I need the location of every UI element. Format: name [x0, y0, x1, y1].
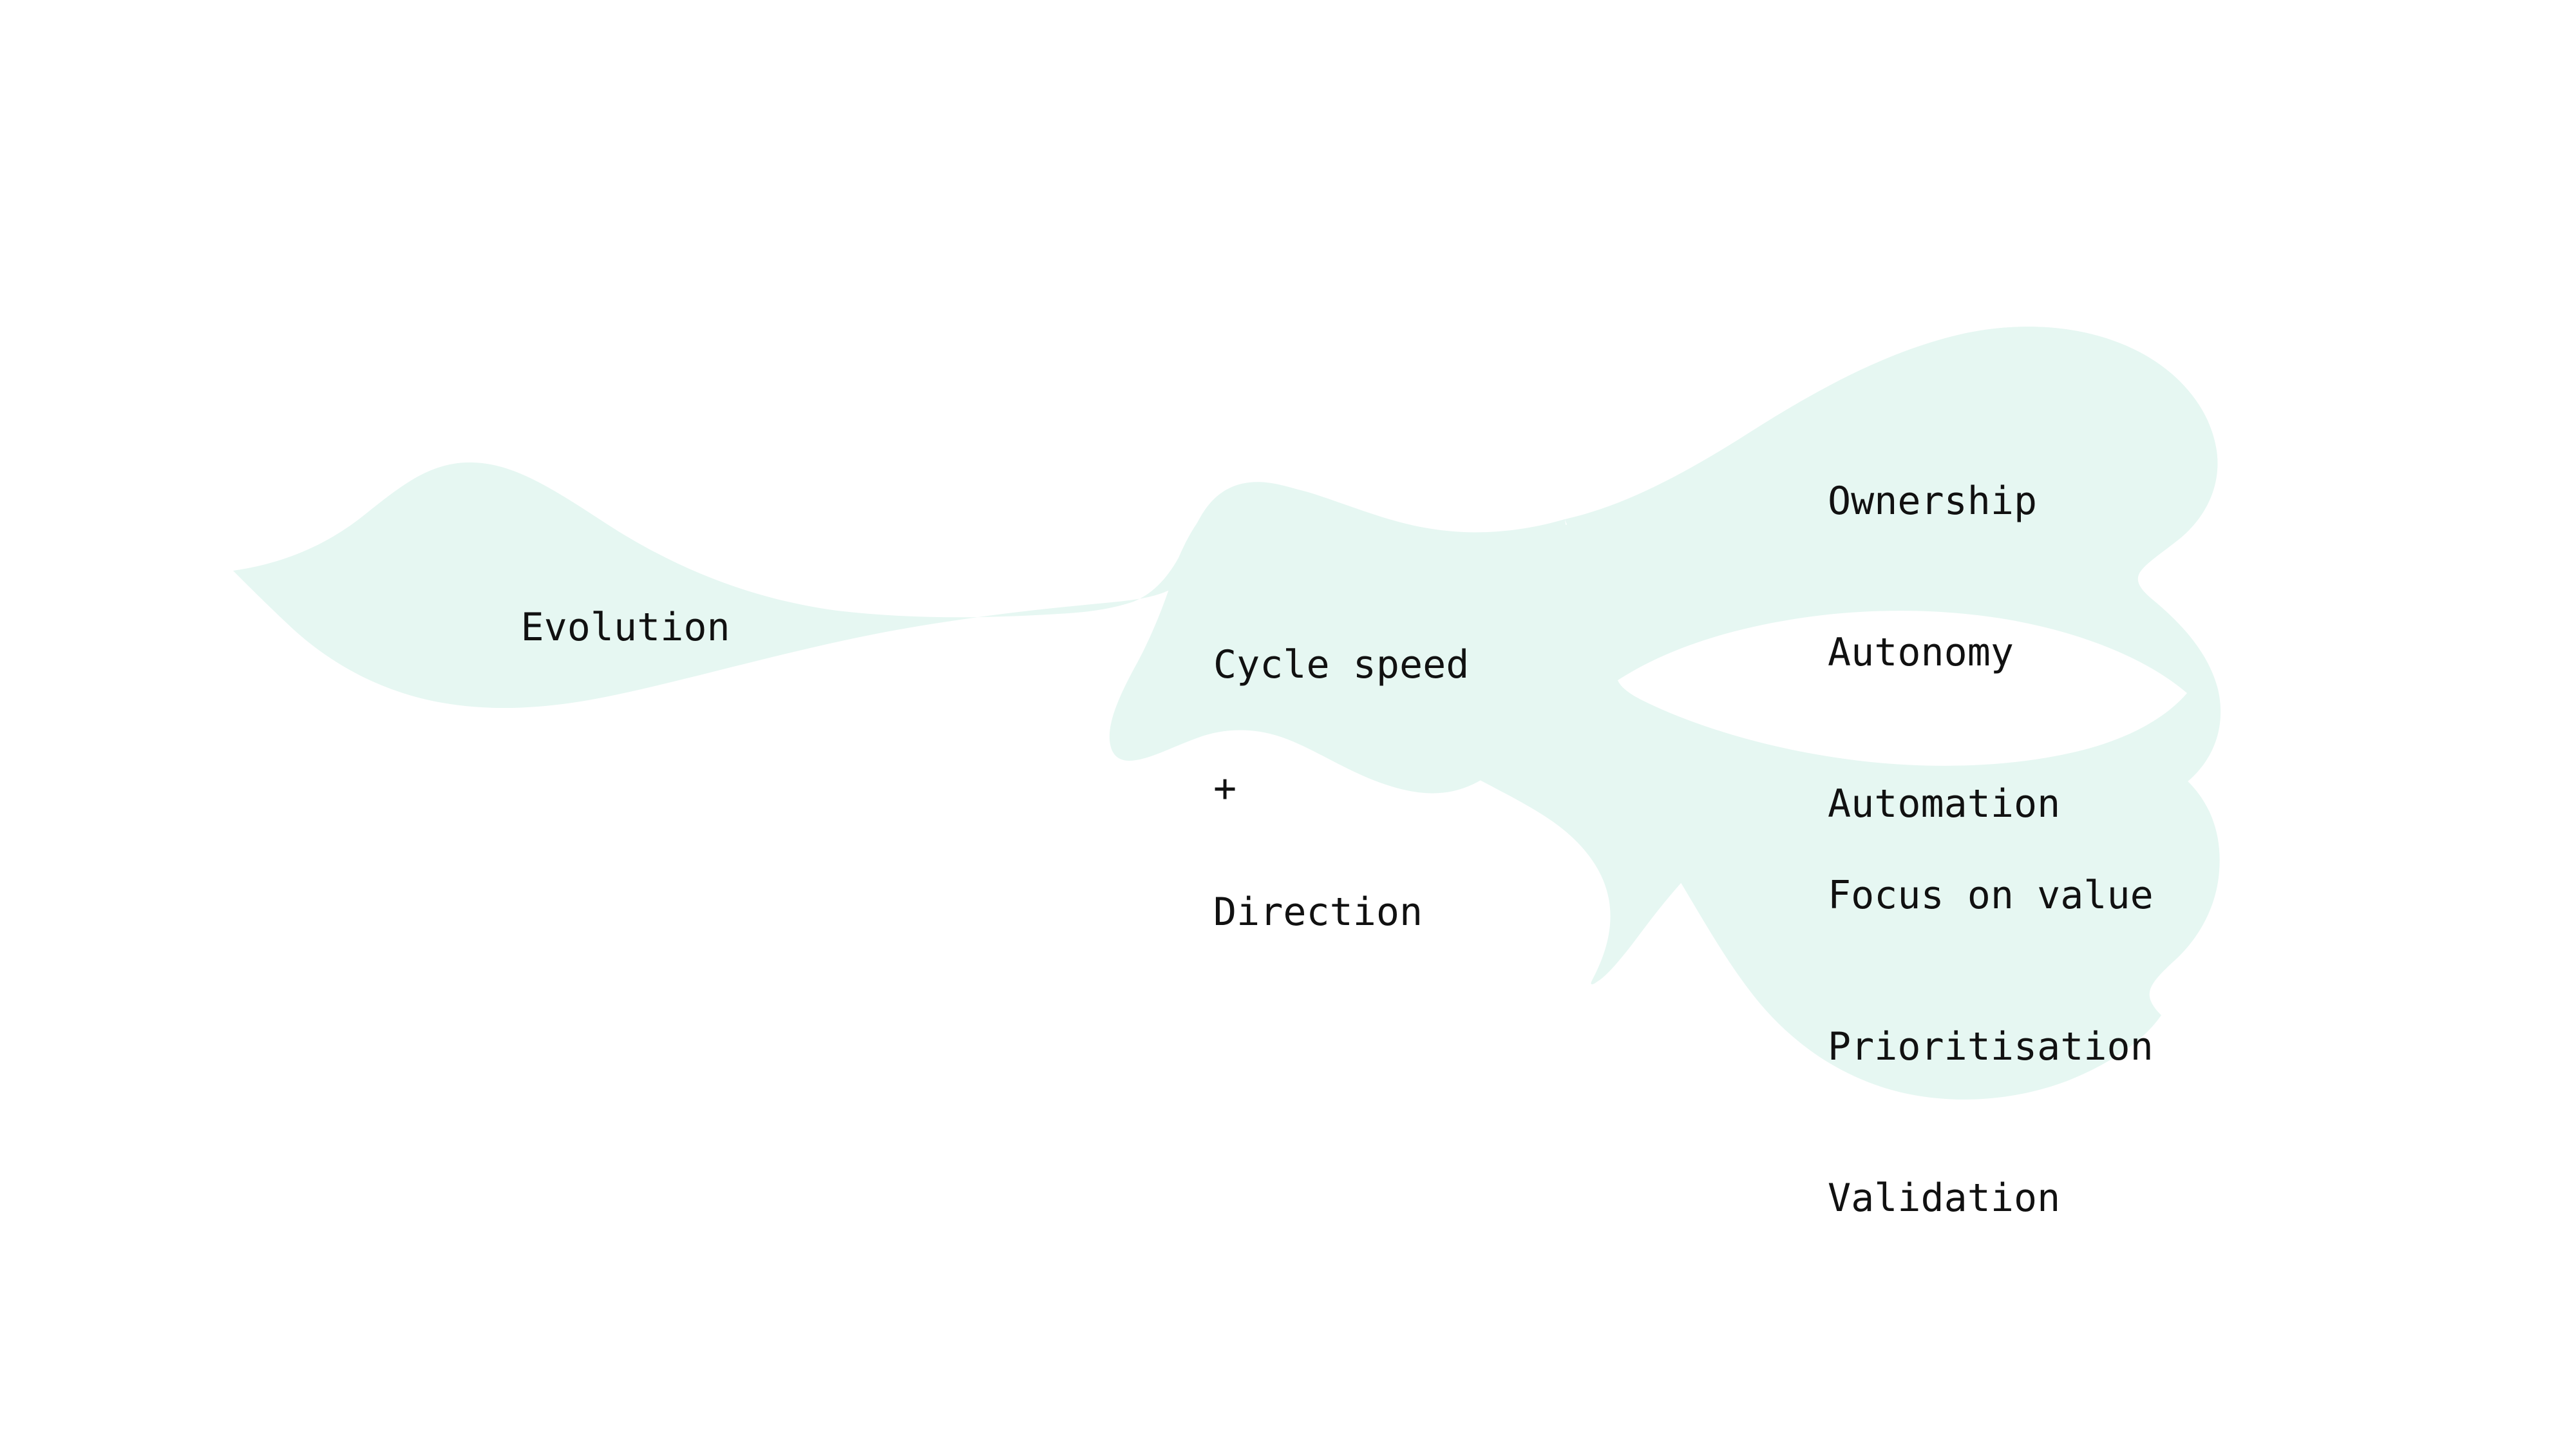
branch-lower[interactable]: Focus on value Prioritisation Validation [1828, 799, 2154, 1330]
blob-lower-branch [1593, 735, 2220, 1100]
node-center-line-1: Cycle speed [1213, 642, 1470, 687]
node-center-cycle-speed-direction[interactable]: Cycle speed + Direction [1213, 568, 1469, 1016]
blob-upper-branch [1565, 327, 2218, 665]
branch-lower-item-focus-on-value: Focus on value [1828, 873, 2154, 918]
node-center-line-3: Direction [1213, 890, 1423, 935]
branch-upper-item-ownership: Ownership [1828, 479, 2038, 524]
branch-upper-item-automation: Automation [1828, 781, 2061, 826]
node-root-evolution[interactable]: Evolution [428, 569, 730, 685]
node-center-line-2: + [1213, 766, 1237, 811]
branch-upper[interactable]: Ownership Autonomy Automation [1828, 405, 2060, 936]
blob-fork-gap [1618, 611, 2187, 766]
node-root-label: Evolution [520, 605, 730, 650]
branch-lower-item-validation: Validation [1828, 1176, 2061, 1221]
branch-upper-item-autonomy: Autonomy [1828, 630, 2014, 675]
blob-center-lobe [1109, 485, 1584, 794]
blob-group [233, 327, 2221, 1100]
branch-lower-item-prioritisation: Prioritisation [1828, 1024, 2154, 1069]
